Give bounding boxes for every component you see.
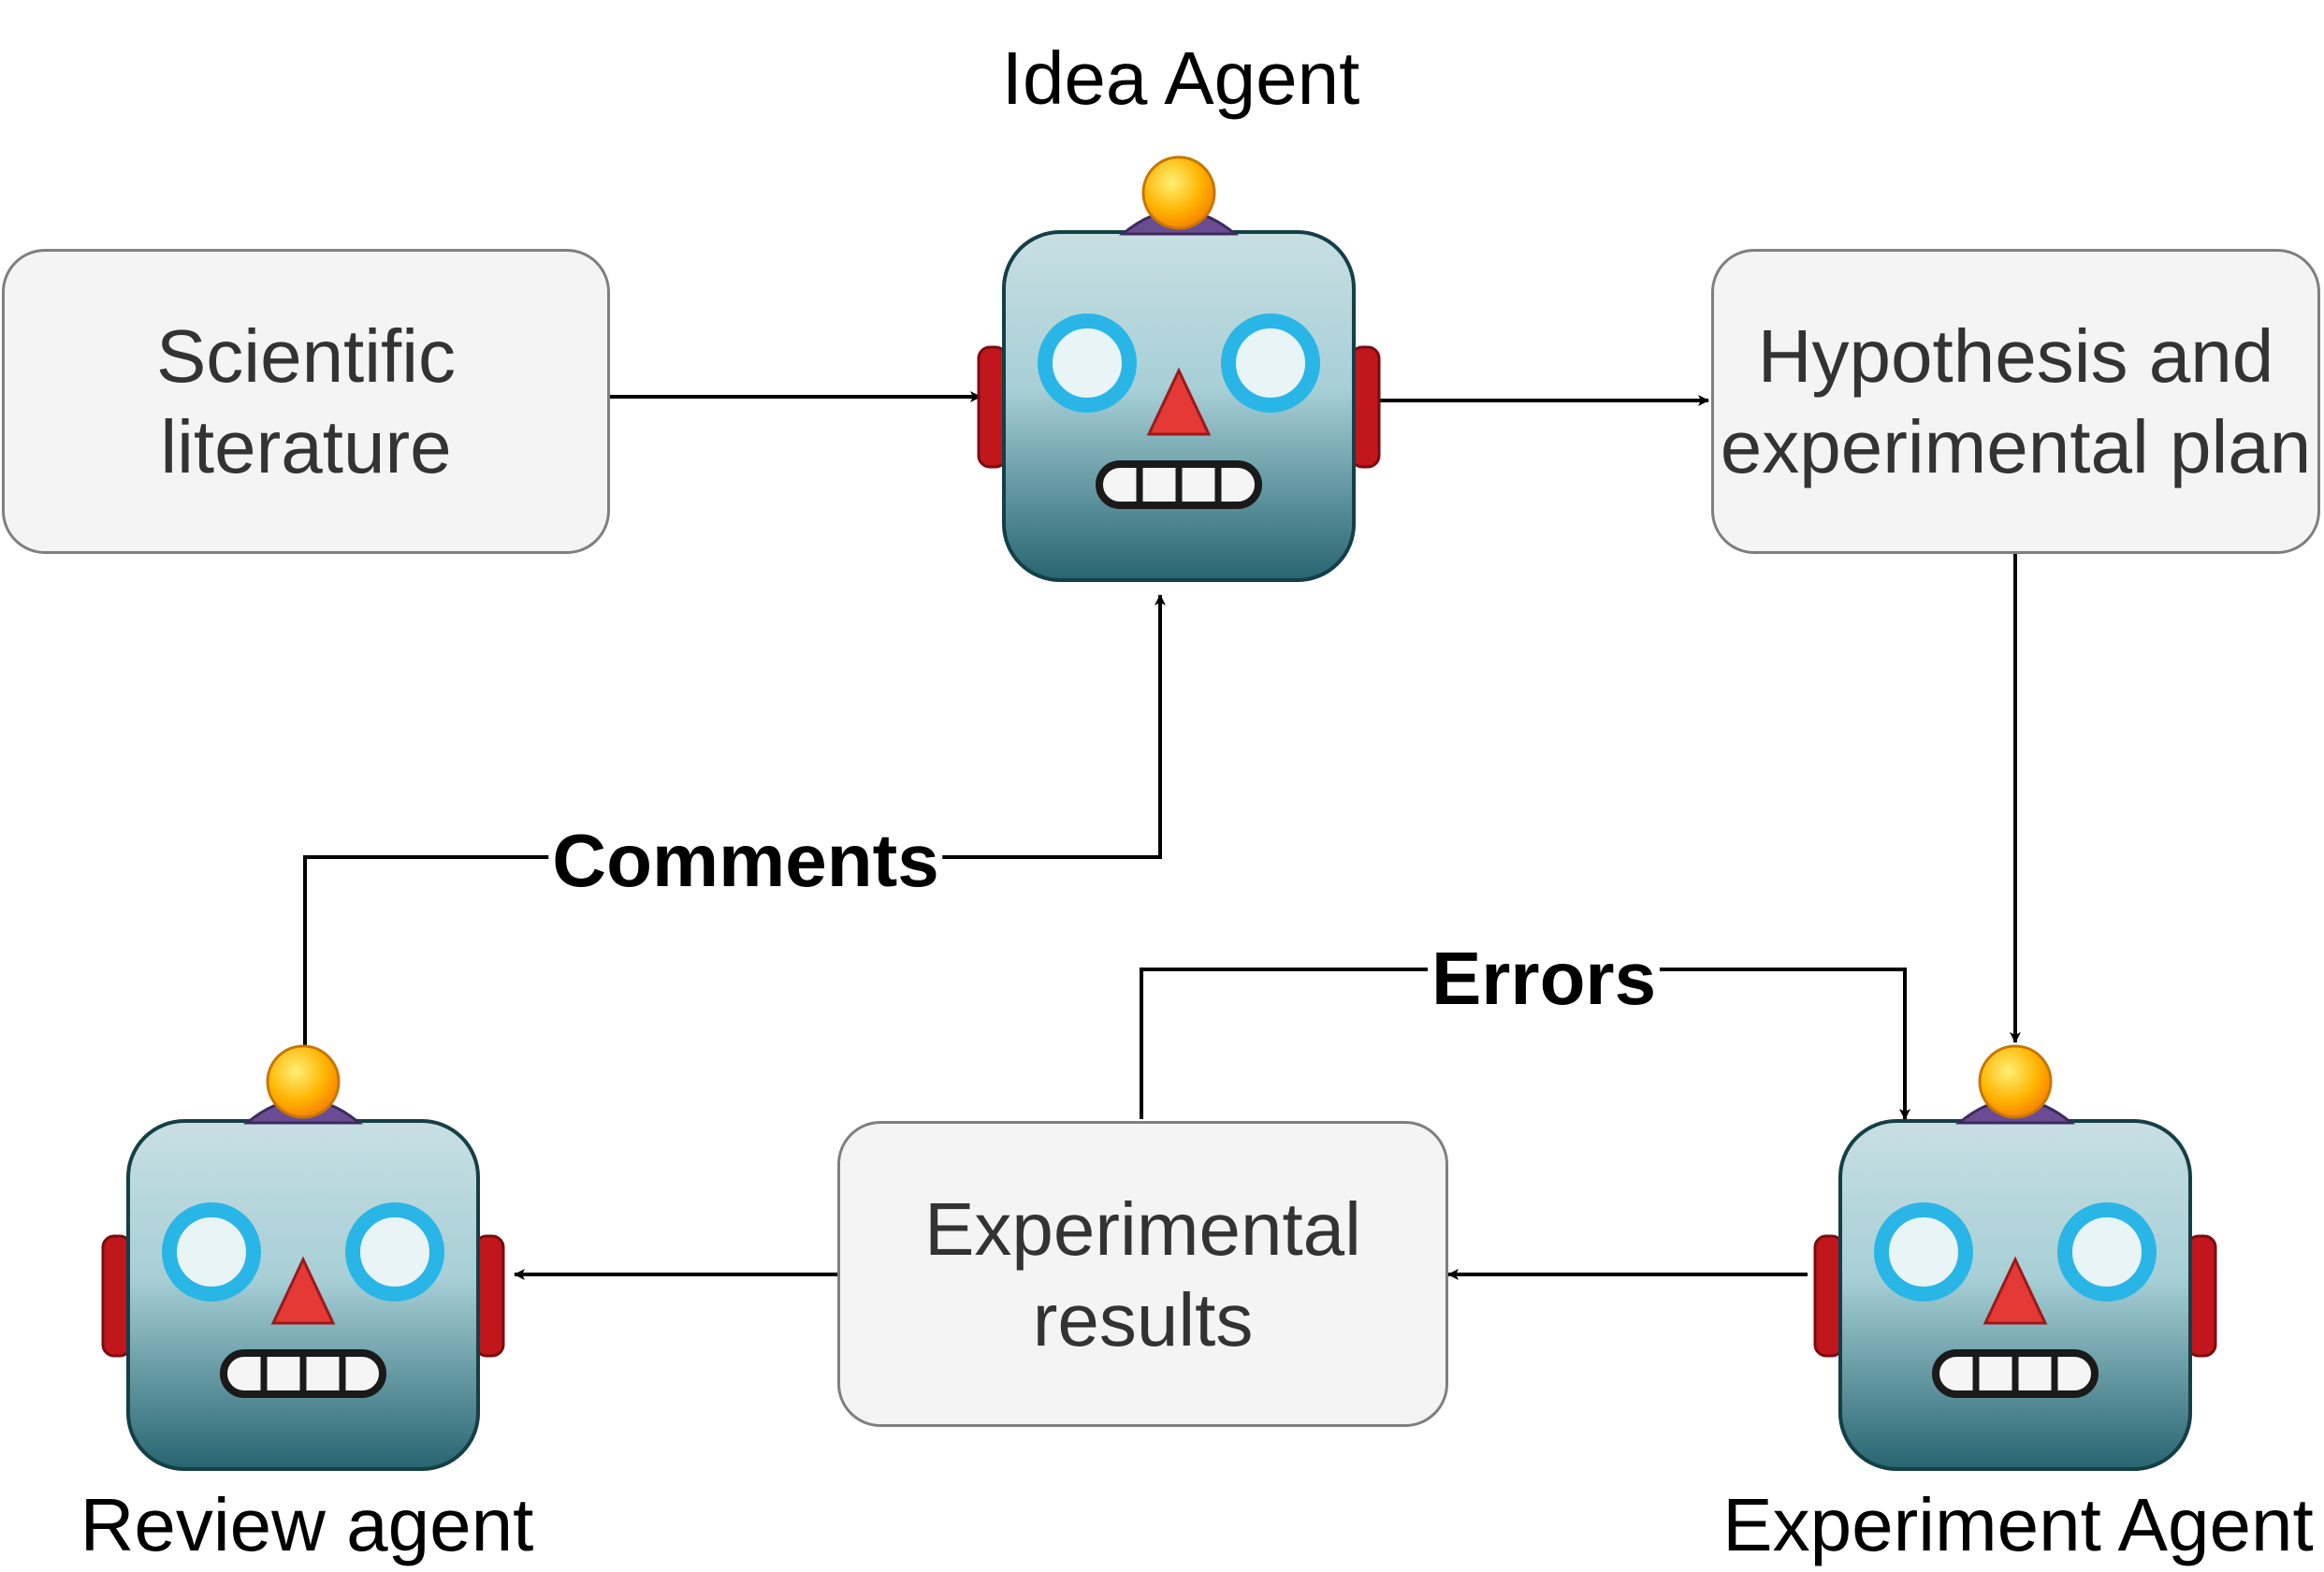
experimental-results-box: Experimental results — [837, 1121, 1448, 1427]
review-agent-robot-icon — [101, 1044, 505, 1471]
antenna-ball — [1141, 155, 1216, 230]
comments-label: Comments — [548, 818, 943, 904]
idea-agent-robot-icon — [977, 155, 1381, 582]
errors-label: Errors — [1427, 936, 1661, 1022]
experiment-agent-robot-icon — [1813, 1044, 2217, 1471]
hypothesis-plan-line2: experimental plan — [1720, 405, 2312, 488]
nose — [1146, 367, 1212, 436]
idea-agent-label: Idea Agent — [1001, 36, 1360, 120]
scientific-literature-line1: Scientific — [155, 314, 457, 398]
scientific-literature-line2: literature — [160, 405, 452, 488]
scientific-literature-box: Scientific literature — [2, 249, 610, 554]
hypothesis-plan-box: Hypothesis and experimental plan — [1711, 249, 2320, 554]
experimental-results-line2: results — [1032, 1277, 1254, 1361]
hypothesis-plan-line1: Hypothesis and — [1757, 314, 2274, 398]
review-agent-label: Review agent — [80, 1483, 534, 1566]
experimental-results-line1: Experimental — [924, 1186, 1361, 1271]
right-eye — [1221, 313, 1320, 413]
left-eye — [1038, 313, 1137, 413]
experiment-agent-label: Experiment Agent — [1722, 1483, 2314, 1566]
